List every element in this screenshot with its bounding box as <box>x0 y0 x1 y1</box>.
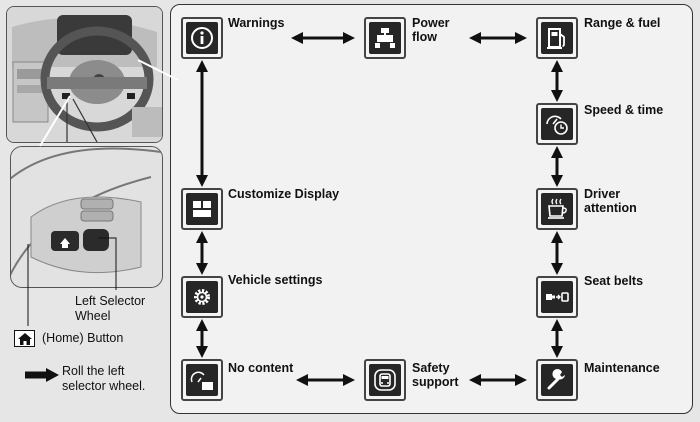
home-button-label: (Home) Button <box>42 331 124 345</box>
left-selector-wheel-label: Left Selector Wheel <box>75 294 146 323</box>
home-button-icon <box>14 330 35 347</box>
display-layout-icon <box>193 201 211 217</box>
tile-seat-belts[interactable] <box>536 276 578 318</box>
seat-belt-icon <box>546 292 569 302</box>
tile-maintenance[interactable] <box>536 359 578 401</box>
wrench-icon <box>547 369 565 390</box>
label-maintenance: Maintenance <box>584 361 660 375</box>
steering-wheel-closeup <box>10 146 163 288</box>
gear-icon <box>194 289 210 305</box>
fuel-pump-icon <box>547 28 565 49</box>
label-vehicle-settings: Vehicle settings <box>228 273 323 287</box>
label-seat-belts: Seat belts <box>584 274 644 288</box>
gauge-blank-icon <box>190 371 213 390</box>
tile-range-fuel[interactable] <box>536 17 578 59</box>
label-no-content: No content <box>228 361 294 375</box>
roll-instruction-text: Roll the left selector wheel. <box>62 364 146 393</box>
tile-driver-attention[interactable] <box>536 188 578 230</box>
safety-support-icon <box>374 369 396 391</box>
power-flow-icon <box>375 28 395 48</box>
tile-vehicle-settings[interactable] <box>181 276 223 318</box>
speedometer-clock-icon <box>546 115 568 135</box>
label-customize-display: Customize Display <box>228 187 340 201</box>
tile-power-flow[interactable] <box>364 17 406 59</box>
tile-warnings[interactable] <box>181 17 223 59</box>
tile-safety-support[interactable] <box>364 359 406 401</box>
label-speed-time: Speed & time <box>584 103 664 117</box>
dashboard-illustration <box>6 6 163 143</box>
tile-customize-display[interactable] <box>181 188 223 230</box>
label-power-flow: Power flow <box>412 16 450 44</box>
label-range-fuel: Range & fuel <box>584 16 661 30</box>
label-driver-attention: Driver attention <box>584 187 637 215</box>
display-menu-panel <box>170 4 693 414</box>
label-warnings: Warnings <box>228 16 285 30</box>
coffee-cup-icon <box>548 198 567 219</box>
tile-speed-time[interactable] <box>536 103 578 145</box>
label-safety-support: Safety support <box>412 361 459 389</box>
info-icon <box>191 27 213 49</box>
tile-no-content[interactable] <box>181 359 223 401</box>
roll-arrow-icon <box>25 368 59 382</box>
